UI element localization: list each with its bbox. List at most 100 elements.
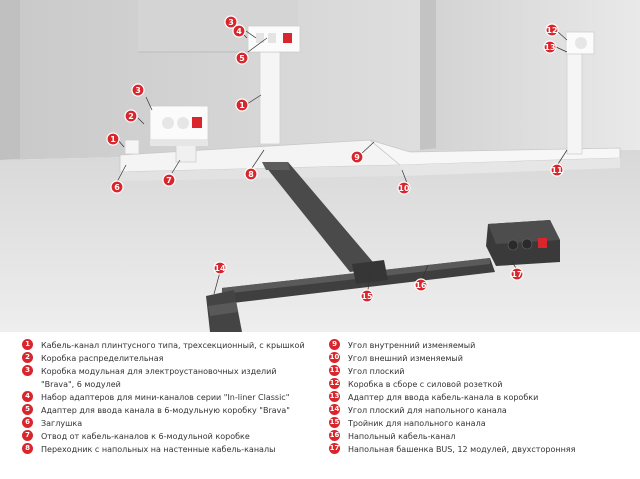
legend-label: Угол внутренний изменяемый xyxy=(348,341,476,350)
legend-item: 2 Коробка распределительная xyxy=(22,352,322,365)
legend-number-badge: 11 xyxy=(329,365,340,376)
legend-item: 6 Заглушка xyxy=(22,417,322,430)
legend-item: 13 Адаптер для ввода кабель-канала в коро… xyxy=(329,391,634,404)
legend-number-badge: 15 xyxy=(329,417,340,428)
legend-number-badge: 7 xyxy=(22,430,33,441)
svg-text:8: 8 xyxy=(248,170,254,179)
wall-risers xyxy=(175,51,583,163)
svg-text:10: 10 xyxy=(398,184,410,193)
legend-label: Набор адаптеров для мини-каналов серии "… xyxy=(41,393,290,402)
legend-item: 15 Тройник для напольного канала xyxy=(329,417,634,430)
svg-text:11: 11 xyxy=(551,166,563,175)
legend-label: Коробка распределительная xyxy=(41,354,164,363)
callout-7: 7 xyxy=(162,173,176,187)
legend-item: 9 Угол внутренний изменяемый xyxy=(329,339,634,352)
svg-text:13: 13 xyxy=(544,43,555,52)
callout-1-left: 1 xyxy=(106,132,120,146)
legend-item: 11 Угол плоский xyxy=(329,365,634,378)
legend-label: Заглушка xyxy=(41,419,83,428)
callout-11: 11 xyxy=(550,163,564,177)
legend-number-badge: 9 xyxy=(329,339,340,350)
svg-text:1: 1 xyxy=(110,135,116,144)
legend-number-badge: 2 xyxy=(22,352,33,363)
callout-17: 17 xyxy=(510,267,524,281)
callout-2: 2 xyxy=(124,109,138,123)
legend-item: 14 Угол плоский для напольного канала xyxy=(329,404,634,417)
svg-text:12: 12 xyxy=(546,26,557,35)
callout-12: 12 xyxy=(545,23,559,37)
legend-number-badge: 16 xyxy=(329,430,340,441)
svg-text:4: 4 xyxy=(236,27,242,36)
legend-label: Коробка в сборе с силовой розеткой xyxy=(348,380,503,389)
legend-number-badge: 8 xyxy=(22,443,33,454)
callout-3-left: 3 xyxy=(131,83,145,97)
legend-label: Переходник с напольных на настенные кабе… xyxy=(41,445,276,454)
legend-label: Угол внешний изменяемый xyxy=(348,354,463,363)
callout-6: 6 xyxy=(110,180,124,194)
legend-item: 12 Коробка в сборе с силовой розеткой xyxy=(329,378,634,391)
legend-number-badge: 13 xyxy=(329,391,340,402)
legend-number-badge: 4 xyxy=(22,391,33,402)
legend-label: Адаптер для ввода канала в 6-модульную к… xyxy=(41,406,290,415)
legend-item: 8 Переходник с напольных на настенные каб… xyxy=(22,443,322,456)
wall-box-left xyxy=(149,105,209,146)
legend-item: 5 Адаптер для ввода канала в 6-модульную … xyxy=(22,404,322,417)
svg-text:17: 17 xyxy=(511,270,522,279)
legend-column-right: 9 Угол внутренний изменяемый 10 Угол внешн… xyxy=(329,339,634,456)
legend-number-badge: 14 xyxy=(329,404,340,415)
legend-number-badge: 12 xyxy=(329,378,340,389)
legend-label: Напольная башенка BUS, 12 модулей, двухс… xyxy=(348,445,576,454)
legend-item: 4 Набор адаптеров для мини-каналов серии … xyxy=(22,391,322,404)
callout-13: 13 xyxy=(543,40,557,54)
skirting-channel xyxy=(119,139,621,181)
svg-text:16: 16 xyxy=(415,281,427,290)
legend-label: Угол плоский xyxy=(348,367,405,376)
legend-column-left: 1 Кабель-канал плинтусного типа, трехсекц… xyxy=(22,339,322,456)
svg-text:3: 3 xyxy=(135,86,141,95)
legend-label: Отвод от кабель-каналов к 6-модульной ко… xyxy=(41,432,250,441)
svg-text:14: 14 xyxy=(214,264,226,273)
callout-15: 15 xyxy=(360,289,374,303)
legend-item: 1 Кабель-канал плинтусного типа, трехсекц… xyxy=(22,339,322,352)
floor-tower xyxy=(486,220,560,266)
legend-number-badge: 5 xyxy=(22,404,33,415)
legend-item: 10 Угол внешний изменяемый xyxy=(329,352,634,365)
wall-box-top xyxy=(247,25,301,53)
legend-item: 17 Напольная башенка BUS, 12 модулей, дву… xyxy=(329,443,634,456)
callout-1-top: 1 xyxy=(235,98,249,112)
callout-3-top: 3 xyxy=(224,15,238,29)
callout-16: 16 xyxy=(414,278,428,292)
legend: 1 Кабель-канал плинтусного типа, трехсекц… xyxy=(0,333,640,479)
svg-text:7: 7 xyxy=(166,176,172,185)
distribution-box xyxy=(124,139,140,155)
svg-text:2: 2 xyxy=(128,112,134,121)
svg-text:3: 3 xyxy=(228,18,234,27)
callout-8: 8 xyxy=(244,167,258,181)
callout-14: 14 xyxy=(213,261,227,275)
walls xyxy=(0,0,640,160)
legend-number-badge: 10 xyxy=(329,352,340,363)
svg-text:6: 6 xyxy=(114,183,120,192)
leader-lines xyxy=(116,29,568,295)
legend-label: Напольный кабель-канал xyxy=(348,432,456,441)
legend-number-badge: 6 xyxy=(22,417,33,428)
illustration: 3 4 5 1 3 2 1 6 7 8 9 10 11 12 13 14 15 … xyxy=(0,0,640,332)
legend-number-badge: 1 xyxy=(22,339,33,350)
svg-text:9: 9 xyxy=(354,153,360,162)
floor xyxy=(0,150,640,332)
wall-box-right xyxy=(565,31,595,55)
legend-label: Кабель-канал плинтусного типа, трехсекци… xyxy=(41,341,305,350)
callout-9: 9 xyxy=(350,150,364,164)
svg-text:1: 1 xyxy=(239,101,245,110)
callout-5: 5 xyxy=(235,51,249,65)
legend-label: Адаптер для ввода кабель-канала в коробк… xyxy=(348,393,539,402)
legend-number-badge: 17 xyxy=(329,443,340,454)
legend-label: Угол плоский для напольного канала xyxy=(348,406,507,415)
legend-label: Тройник для напольного канала xyxy=(348,419,486,428)
callouts: 3 4 5 1 3 2 1 6 7 8 9 10 11 12 13 14 15 … xyxy=(106,15,564,303)
floor-channel xyxy=(206,162,495,332)
legend-number-badge: 3 xyxy=(22,365,33,376)
legend-item: 16 Напольный кабель-канал xyxy=(329,430,634,443)
